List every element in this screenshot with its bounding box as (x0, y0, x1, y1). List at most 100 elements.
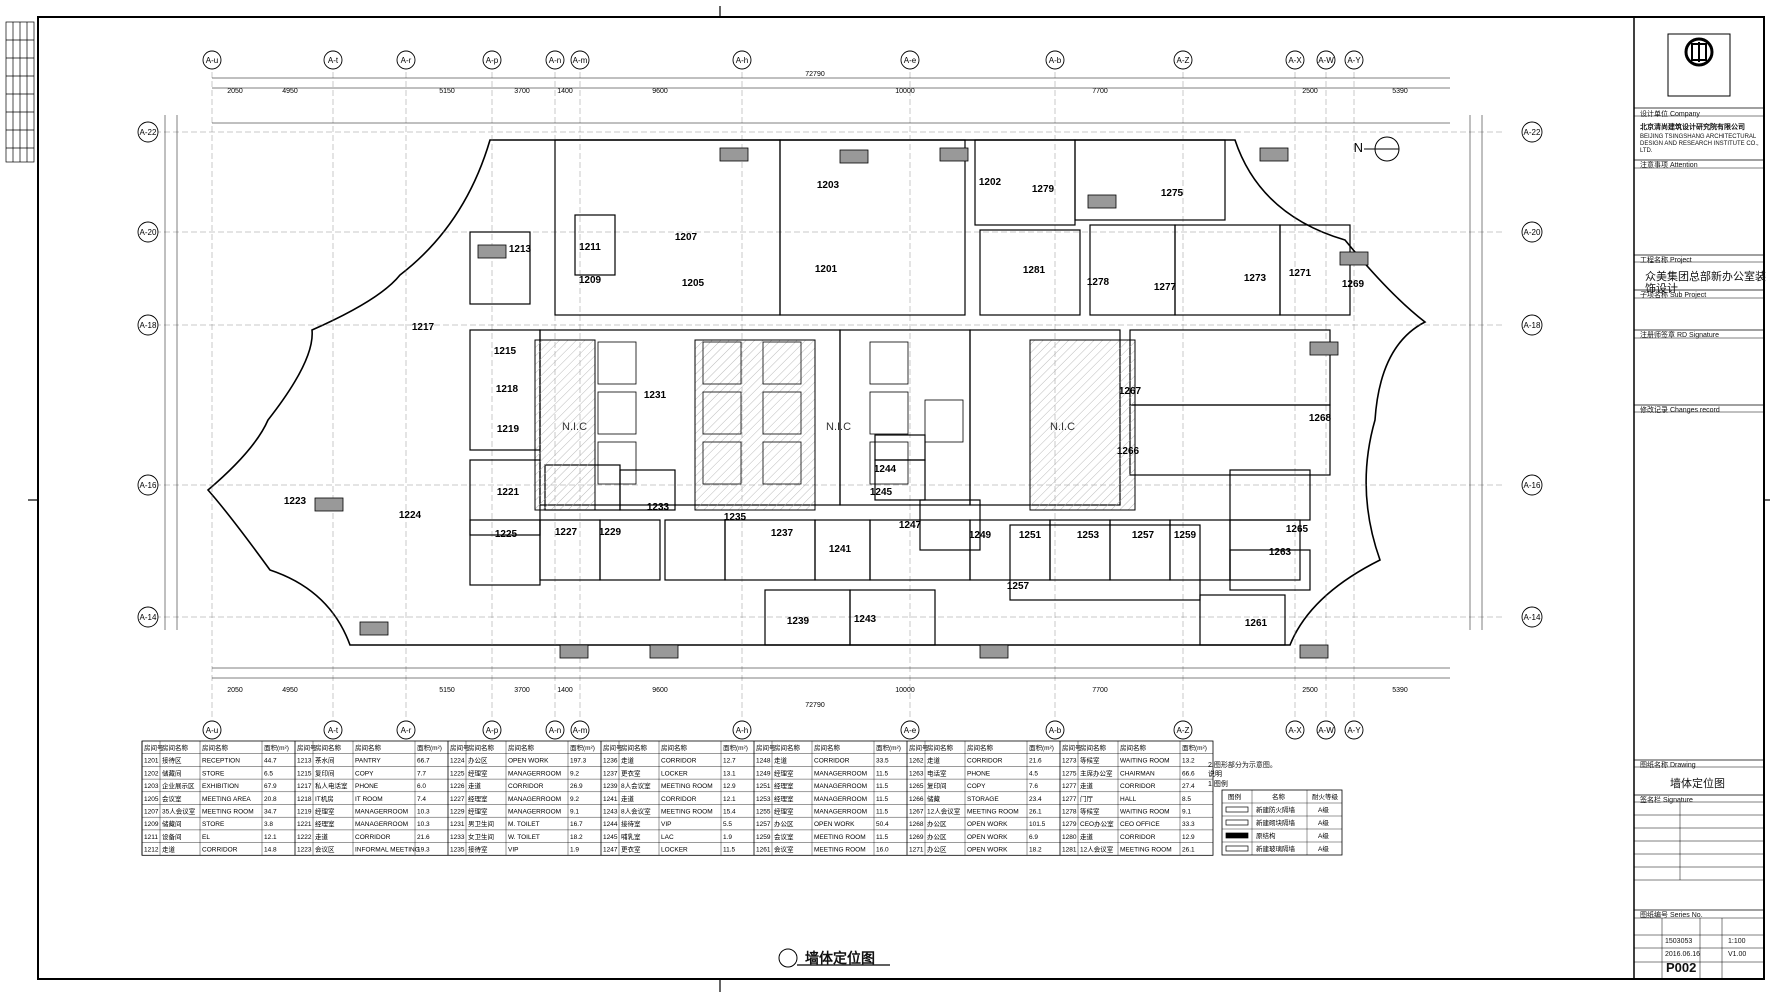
legend-header-0: 图例 (1228, 792, 1241, 801)
schedule-cell: 1231 (450, 821, 465, 828)
schedule-cell: 走道 (621, 756, 635, 765)
schedule-cell: 1281 (1062, 847, 1077, 854)
schedule-cell: 67.9 (264, 783, 277, 790)
tb-serial-en: Series No. (1669, 912, 1703, 919)
schedule-cell: 8.5 (1182, 796, 1191, 803)
grid-bubble-A-p-top: A-p (486, 56, 499, 65)
tb-signature-en: RD Signature (1676, 332, 1719, 339)
schedule-header: 房间名称 (927, 743, 954, 752)
dim-bottom-7: 7700 (1092, 687, 1108, 694)
grid-bubble-A-r-bottom: A-r (401, 726, 412, 735)
schedule-cell: 16.0 (876, 847, 889, 854)
room-label-1261: 1261 (1245, 618, 1268, 629)
schedule-cell: 男卫生间 (468, 819, 494, 828)
schedule-cell: 1212 (144, 847, 159, 854)
schedule-cell: 1277 (1062, 796, 1077, 803)
grid-bubble-A-m-top: A-m (573, 56, 588, 65)
room-label-1275: 1275 (1161, 188, 1184, 199)
schedule-cell: CORRIDOR (508, 783, 544, 790)
schedule-cell: 1239 (603, 783, 618, 790)
grid-bubble-circle (137, 314, 159, 336)
schedule-cell: WAITING ROOM (1120, 809, 1170, 816)
grid-bubble-A-14-left: A-14 (140, 613, 157, 622)
schedule-cell: 1213 (297, 758, 312, 765)
schedule-cell: 储藏间 (162, 768, 182, 777)
grid-bubble-A-u-top: A-u (206, 56, 218, 65)
drawing-title: 墙体定位图 (805, 951, 875, 967)
schedule-cell: 办公区 (927, 832, 947, 841)
schedule-cell: 复印间 (927, 781, 947, 790)
schedule-cell: 1267 (909, 809, 924, 816)
schedule-cell: 企业展示区 (162, 781, 195, 790)
schedule-cell: 26.1 (1182, 847, 1195, 854)
schedule-cell: CEO OFFICE (1120, 821, 1160, 828)
schedule-header: 房间号 (603, 743, 623, 752)
tb-attention-cn: 注意事项 (1640, 162, 1668, 169)
tb-drawing-en: Drawing (1669, 762, 1696, 769)
grid-bubble-A-X-bottom: A-X (1288, 726, 1302, 735)
dim-top-5: 9600 (652, 88, 668, 95)
schedule-header: 房间名称 (621, 743, 648, 752)
tb-project-no: 1503053 (1665, 938, 1693, 945)
schedule-cell: W. TOILET (508, 834, 540, 841)
schedule-cell: 走道 (621, 794, 635, 803)
grid-bubble-circle (1173, 720, 1193, 740)
room-label-1257: 1257 (1132, 530, 1155, 541)
tb-subproject-en: Sub Project (1669, 292, 1707, 299)
room-label-1269: 1269 (1342, 279, 1365, 290)
room-label-1225: 1225 (495, 529, 518, 540)
schedule-cell: 20.8 (264, 796, 277, 803)
schedule-cell: 1251 (756, 783, 771, 790)
grid-bubble-circle (1285, 720, 1305, 740)
grid-bubble-circle (323, 50, 343, 70)
schedule-cell: OPEN WORK (967, 821, 1008, 828)
schedule-cell: 11.5 (876, 770, 889, 777)
schedule-header: 房间号 (144, 743, 164, 752)
schedule-cell: 接待室 (621, 819, 641, 828)
tb-designer-cn: 设计单位 (1640, 111, 1668, 118)
schedule-cell: 1262 (909, 758, 924, 765)
schedule-cell: 8人会议室 (621, 807, 651, 816)
tb-project-label: 工程名称 Project (1640, 257, 1692, 265)
schedule-cell: CORRIDOR (661, 796, 697, 803)
schedule-cell: 会议室 (162, 794, 182, 803)
grid-bubble-A-h-top: A-h (736, 56, 748, 65)
schedule-header: 房间号 (1062, 743, 1082, 752)
schedule-header: 房间号 (297, 743, 317, 752)
grid-bubble-A-14-right: A-14 (1524, 613, 1541, 622)
room-label-1218: 1218 (496, 384, 519, 395)
schedule-cell: 经理室 (774, 781, 794, 790)
room-label-1215: 1215 (494, 346, 517, 357)
grid-bubble-circle (1521, 121, 1543, 143)
structural-columns (314, 147, 1369, 659)
schedule-cell: 7.4 (417, 796, 426, 803)
nic-label-0: N.I.C (562, 421, 587, 433)
schedule-header: 房间号 (450, 743, 470, 752)
schedule-cell: 1202 (144, 770, 159, 777)
grid-bubble-A-t-bottom: A-t (328, 726, 339, 735)
legend-title: 说明 (1208, 769, 1222, 778)
room-label-1227: 1227 (555, 527, 578, 538)
dim-top-2: 5150 (439, 88, 455, 95)
schedule-cell: OPEN WORK (967, 834, 1008, 841)
grid-bubble-circle (1521, 221, 1543, 243)
schedule-cell: LOCKER (661, 770, 688, 777)
schedule-cell: 197.3 (570, 758, 587, 765)
legend-grade-0: A级 (1318, 805, 1329, 814)
schedule-cell: 18.2 (1029, 847, 1042, 854)
schedule-cell: 更衣室 (621, 845, 641, 854)
schedule-cell: 1227 (450, 796, 465, 803)
schedule-cell: 1222 (297, 834, 312, 841)
tb-subproject-cn: 子项名称 (1640, 292, 1668, 299)
room-label-1249: 1249 (969, 530, 992, 541)
schedule-header: 房间名称 (661, 743, 688, 752)
schedule-cell: VIP (508, 847, 518, 854)
schedule-cell: 1245 (603, 834, 618, 841)
grid-bubble-A-16-left: A-16 (140, 481, 157, 490)
tb-signature-cn: 注册师签章 (1640, 332, 1675, 339)
tb-attention-label: 注意事项 Attention (1640, 162, 1698, 170)
schedule-cell: 50.4 (876, 821, 889, 828)
grid-bubble-A-b-bottom: A-b (1049, 726, 1062, 735)
tb-signature-label: 注册师签章 RD Signature (1640, 332, 1719, 340)
